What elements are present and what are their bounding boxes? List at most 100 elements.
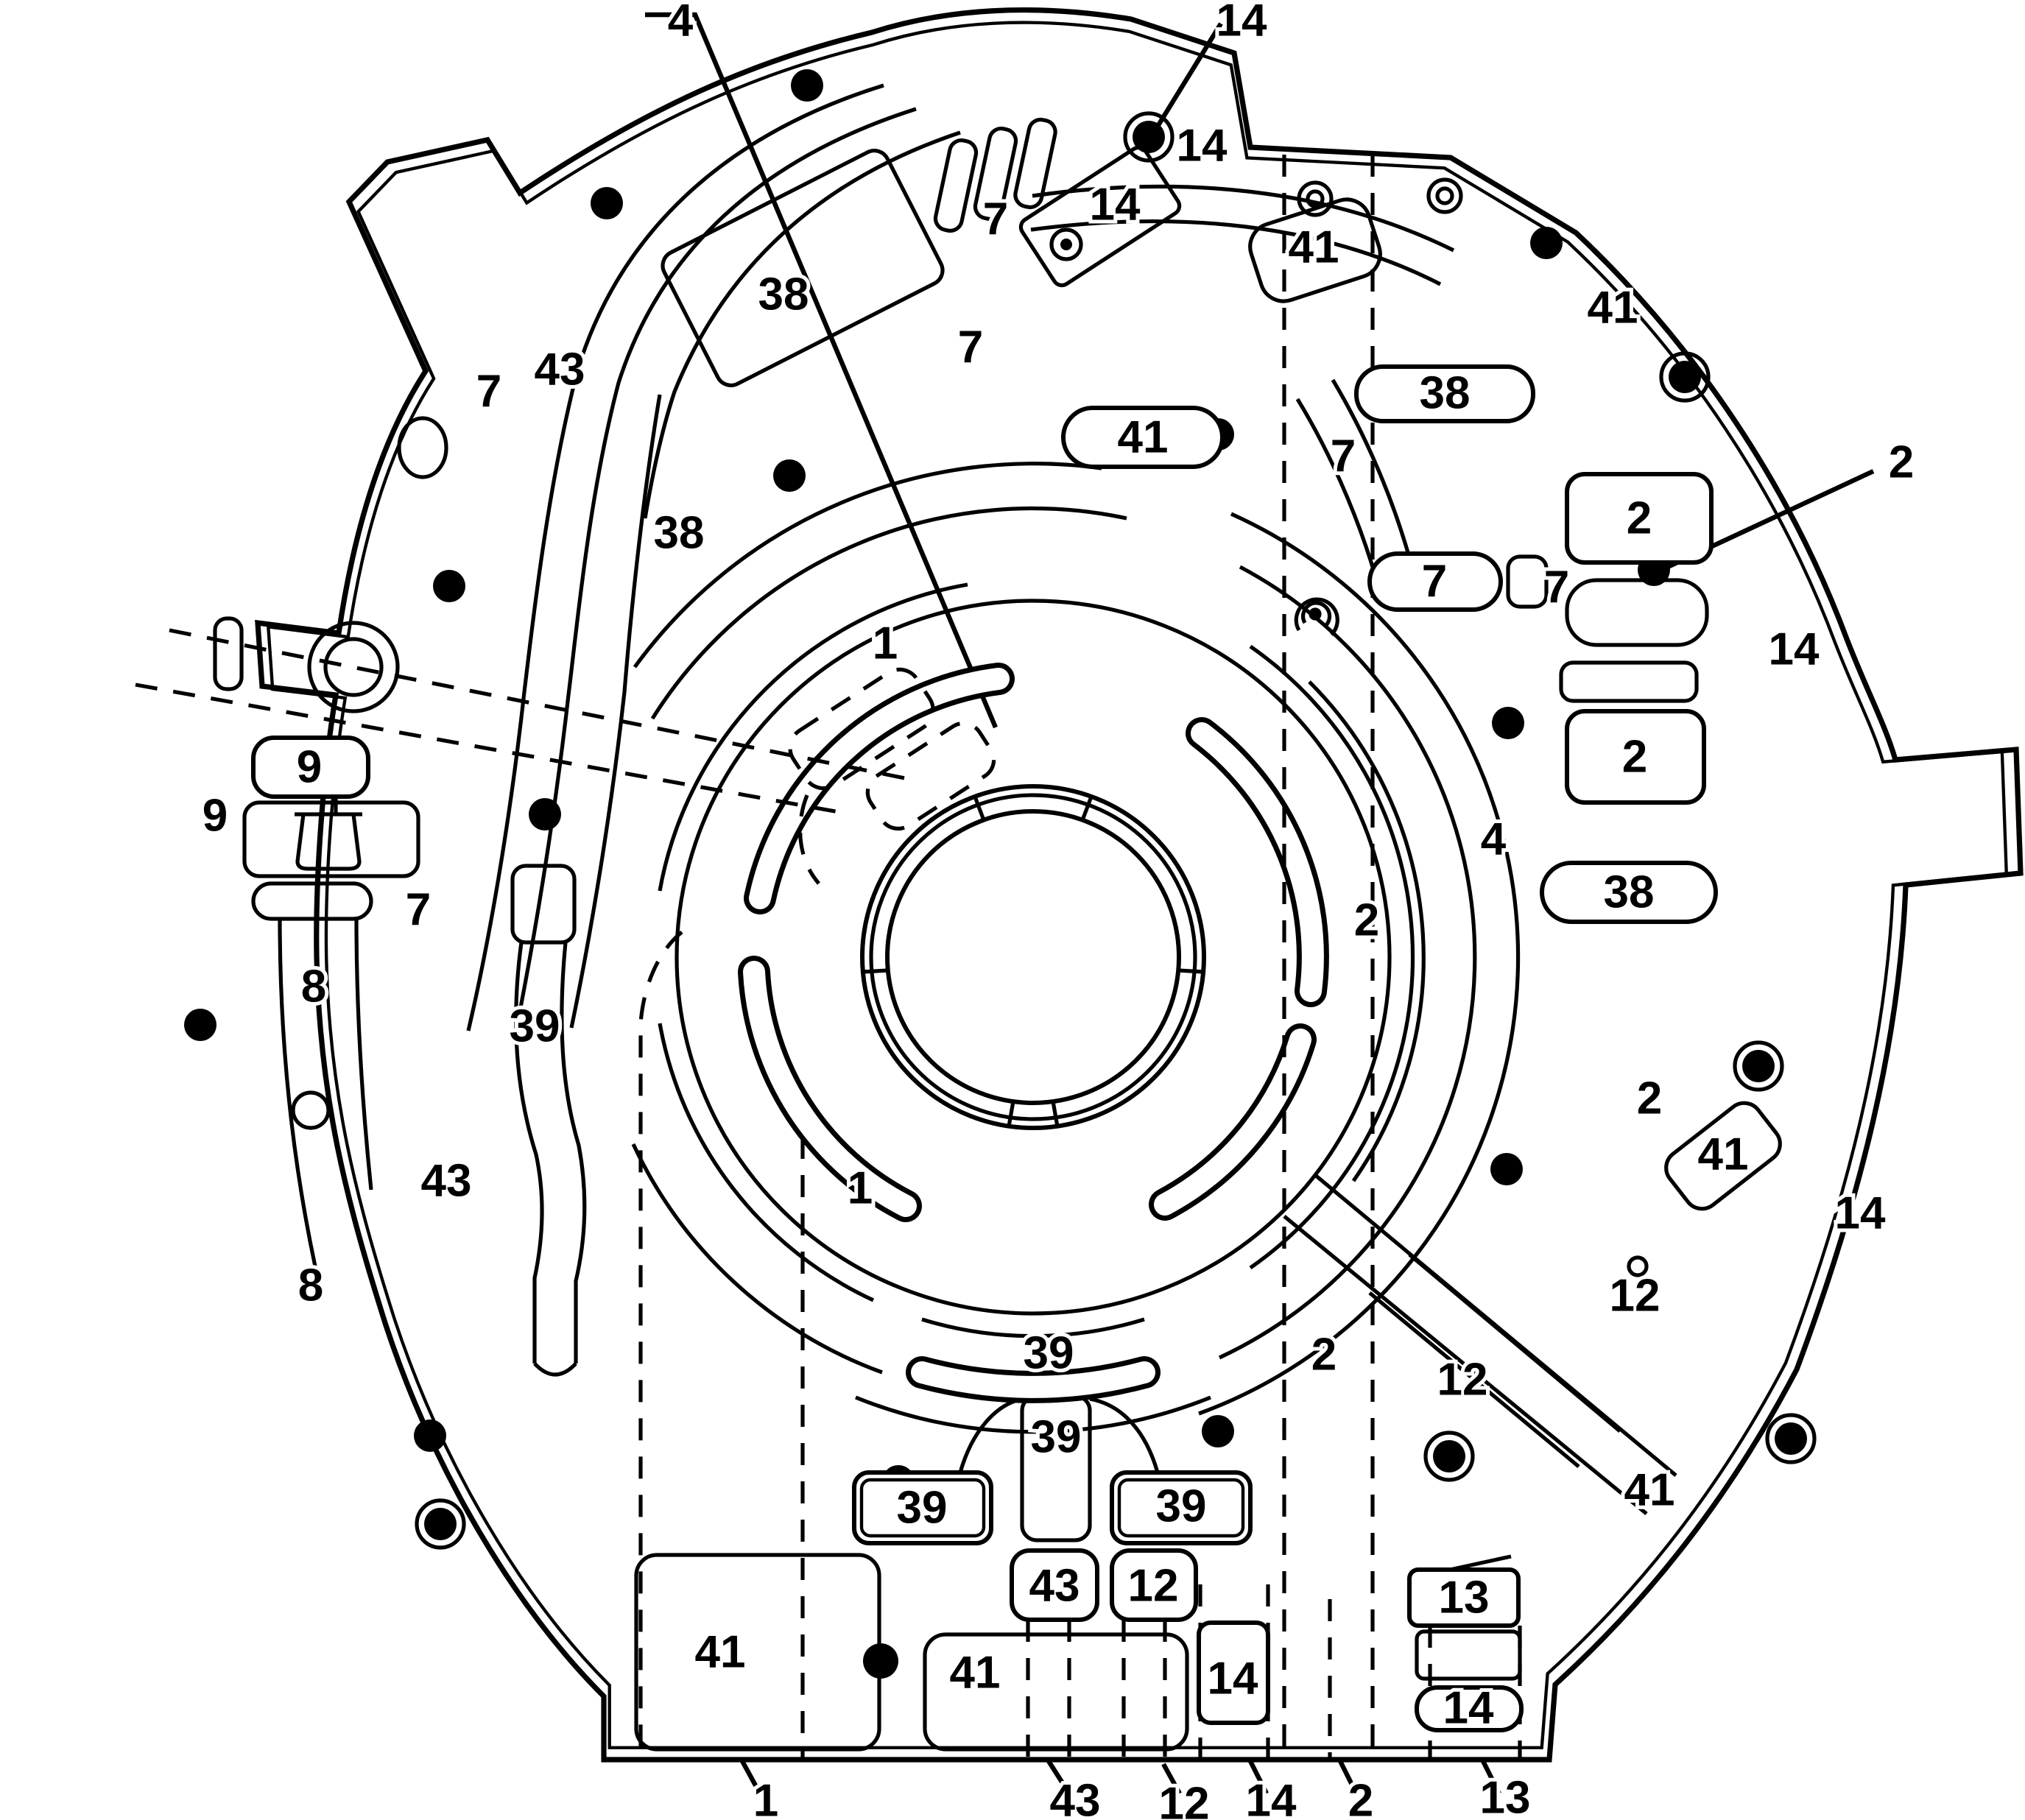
- part-number-text: 13: [1439, 1573, 1490, 1623]
- part-number-text: 7: [1544, 562, 1569, 613]
- bolt-hole-icon: [184, 1009, 216, 1041]
- part-label-4: 4: [1477, 811, 1510, 869]
- part-number-text: 2: [1637, 1073, 1662, 1124]
- part-label-7: 7: [1367, 551, 1503, 612]
- bolt-hole-icon: [1742, 1050, 1775, 1082]
- part-label-13: 13: [1407, 1567, 1521, 1628]
- part-number-text: 7: [406, 885, 431, 936]
- part-label-38: 38: [650, 504, 708, 562]
- part-label-7: 7: [954, 319, 987, 377]
- part-label-39: 39: [1027, 1408, 1085, 1467]
- part-label-box: [1407, 1567, 1521, 1628]
- part-number-text: 12: [1610, 1271, 1660, 1322]
- part-number-text: 7: [1331, 431, 1356, 482]
- part-label-39: 39: [852, 1470, 993, 1545]
- part-label-7: 7: [473, 363, 505, 421]
- part-number-text: 14: [1246, 1776, 1297, 1820]
- part-number-text: 2: [1622, 732, 1647, 783]
- part-label-9: 9: [199, 787, 231, 845]
- bolt-hole-icon: [1433, 1440, 1465, 1472]
- open-hole-icon: [397, 416, 448, 479]
- part-label-1: 1: [844, 1160, 876, 1218]
- part-label-38: 38: [755, 266, 813, 324]
- part-label-box: [1565, 709, 1706, 805]
- case-outline: [255, 7, 2024, 1763]
- part-number-text: 1: [753, 1776, 778, 1820]
- part-label-7: 7: [979, 191, 1012, 249]
- bolt-hole-icon: [791, 69, 823, 102]
- part-label-12: 12: [1110, 1548, 1198, 1622]
- part-label-43: 43: [531, 341, 589, 399]
- part-number-text: 7: [983, 194, 1008, 245]
- part-label-8: 8: [295, 1257, 327, 1315]
- bolt-hole-icon: [529, 798, 561, 830]
- center-bore: [860, 784, 1206, 1130]
- part-number-text: 14: [1769, 624, 1820, 675]
- open-hole-icon: [307, 621, 400, 713]
- bolt-hole-icon: [773, 459, 806, 492]
- part-label-39: 39: [506, 998, 564, 1056]
- part-number-text: 14: [1216, 0, 1267, 46]
- part-label-38: 38: [1540, 861, 1718, 924]
- bolt-hole-icon: [424, 1508, 457, 1540]
- part-label-41: 41: [946, 1644, 1004, 1702]
- part-number-text: 39: [1156, 1481, 1207, 1532]
- part-number-text: 38: [758, 269, 809, 320]
- part-label-2: 2: [1633, 1070, 1666, 1128]
- part-number-text: 43: [1029, 1561, 1080, 1612]
- part-number-text: 43: [1050, 1776, 1101, 1820]
- part-number-text: 9: [202, 791, 228, 842]
- bolt-hole-icon: [1775, 1422, 1807, 1455]
- part-label-1: 1: [869, 615, 901, 673]
- bolt-hole-icon: [1530, 227, 1563, 259]
- part-label-14: 14: [1197, 1620, 1270, 1725]
- part-label-box-inner: [859, 1478, 986, 1538]
- part-label-41: 41: [691, 1623, 750, 1682]
- part-label-2: 2: [1565, 472, 1714, 565]
- part-number-text: 41: [950, 1648, 1001, 1699]
- part-label-box: [1354, 364, 1535, 423]
- part-number-text: 39: [1024, 1328, 1074, 1379]
- part-number-text: 12: [1159, 1779, 1210, 1820]
- internal-passages: [213, 12, 1875, 1795]
- part-number-text: 41: [1624, 1465, 1675, 1516]
- part-label-box: [251, 736, 370, 799]
- part-number-text: 2: [1889, 437, 1914, 488]
- bolt-hole-icon: [863, 1643, 898, 1679]
- part-number-text: 38: [1604, 867, 1655, 918]
- part-label-41: 41: [1584, 279, 1642, 337]
- part-label-43: 43: [418, 1152, 476, 1210]
- part-label-14: 14: [1242, 1772, 1300, 1820]
- part-label-box: [1415, 1685, 1524, 1732]
- part-number-text: 4: [668, 0, 694, 46]
- open-hole-icon: [1049, 228, 1083, 261]
- part-label-12: 12: [1155, 1775, 1214, 1820]
- part-label-14: 14: [1831, 1185, 1890, 1243]
- part-label-41: 41: [1285, 219, 1343, 277]
- part-label-box: [1110, 1470, 1253, 1545]
- part-label-41: 41: [1621, 1461, 1679, 1520]
- part-label-box-inner: [1117, 1478, 1245, 1538]
- part-number-text: 13: [1480, 1773, 1531, 1820]
- part-number-text: 39: [510, 1001, 560, 1052]
- part-label-43: 43: [1010, 1548, 1099, 1622]
- part-number-text: 14: [1443, 1683, 1494, 1734]
- part-label-14: 14: [1415, 1679, 1524, 1738]
- bolt-hole-icon: [1202, 1415, 1234, 1447]
- part-number-text: 2: [1354, 895, 1379, 946]
- part-label-39: 39: [1110, 1470, 1253, 1545]
- part-number-text: 2: [1627, 493, 1652, 544]
- part-label-box: [1540, 861, 1718, 924]
- bolt-hole-icon: [1669, 361, 1701, 393]
- part-number-text: 41: [1698, 1129, 1749, 1180]
- part-number-text: 41: [1588, 283, 1638, 334]
- part-number-text: 38: [1420, 368, 1471, 419]
- part-label-7: 7: [1327, 428, 1359, 486]
- part-label-43: 43: [1046, 1772, 1105, 1820]
- part-label-2: 2: [1885, 434, 1917, 492]
- part-label-box: [1367, 551, 1503, 612]
- hidden-feature-dashes: [135, 155, 1522, 1761]
- part-label-12: 12: [1606, 1267, 1664, 1325]
